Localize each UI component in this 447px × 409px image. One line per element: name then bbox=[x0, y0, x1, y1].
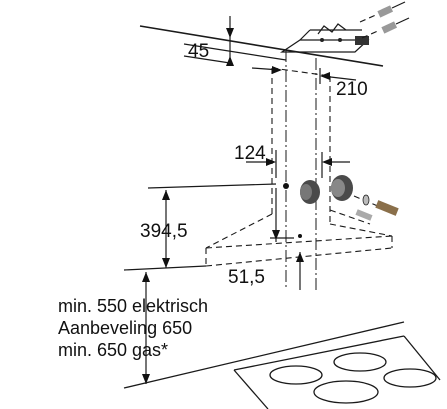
ceiling-line bbox=[139, 25, 384, 67]
dimension-210: 210 bbox=[336, 79, 368, 100]
min-distance-arrow bbox=[142, 272, 150, 384]
dimension-51-lines bbox=[270, 188, 304, 290]
hob-burner bbox=[313, 380, 379, 404]
dimension-124: 124 bbox=[234, 143, 266, 164]
dimension-45: 45 bbox=[188, 41, 210, 62]
hob-burner bbox=[269, 365, 323, 385]
hob-burner bbox=[383, 368, 437, 388]
hob bbox=[123, 321, 441, 409]
dimension-210-lines bbox=[251, 66, 357, 84]
dimension-394-lines bbox=[123, 183, 277, 271]
chimney-outline bbox=[271, 67, 331, 224]
note-min-gas: min. 650 gas* bbox=[58, 340, 169, 360]
hob-burner bbox=[333, 352, 387, 372]
note-recommendation: Aanbeveling 650 bbox=[58, 318, 193, 338]
dimension-45-lines bbox=[183, 16, 287, 66]
dimension-124-lines bbox=[246, 150, 350, 178]
top-screws bbox=[359, 1, 410, 39]
dimension-51-5: 51,5 bbox=[228, 267, 265, 288]
dimension-394-5: 394,5 bbox=[140, 221, 188, 242]
note-min-electric: min. 550 elektrisch bbox=[58, 296, 209, 316]
lower-fixings bbox=[283, 175, 399, 225]
mounting-bracket bbox=[280, 23, 370, 53]
